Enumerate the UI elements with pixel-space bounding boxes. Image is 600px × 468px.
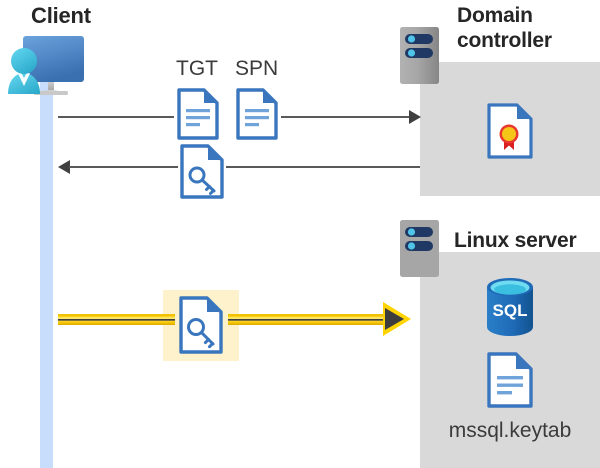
domain-controller-title-line1: Domain: [457, 4, 533, 27]
linux-server-title: Linux server: [454, 229, 577, 252]
flow-request-line-right: [281, 116, 411, 118]
linux-server-rack-icon: [400, 220, 439, 277]
domain-controller-server-rack-icon: [400, 27, 439, 84]
ticket-key-document-icon-response: [180, 144, 224, 199]
sql-database-icon: SQL: [483, 278, 537, 336]
flow-request-line-left: [58, 116, 174, 118]
flow-request-arrowhead: [409, 110, 421, 124]
user-monitor-icon: [4, 28, 92, 100]
flow-response-line-left: [69, 166, 178, 168]
certificate-document-icon: [487, 103, 533, 159]
svg-text:SQL: SQL: [493, 301, 528, 320]
flow-auth-line-right: [228, 314, 383, 325]
flow-response-arrowhead: [58, 160, 70, 174]
flow-auth-arrowhead: [383, 302, 411, 336]
spn-label: SPN: [235, 57, 279, 80]
client-title: Client: [31, 3, 91, 28]
domain-controller-title-line2: controller: [457, 29, 552, 52]
ticket-key-document-icon-request: [179, 296, 223, 354]
domain-controller-title: Domain controller: [457, 3, 552, 53]
client-lifeline: [40, 66, 53, 468]
flow-response-line-right: [226, 166, 420, 168]
spn-document-icon: [236, 88, 278, 140]
tgt-label: TGT: [176, 57, 218, 80]
tgt-document-icon: [177, 88, 219, 140]
flow-auth-line-left: [58, 314, 175, 325]
keytab-file-label: mssql.keytab: [448, 419, 572, 442]
keytab-document-icon: [487, 352, 533, 408]
